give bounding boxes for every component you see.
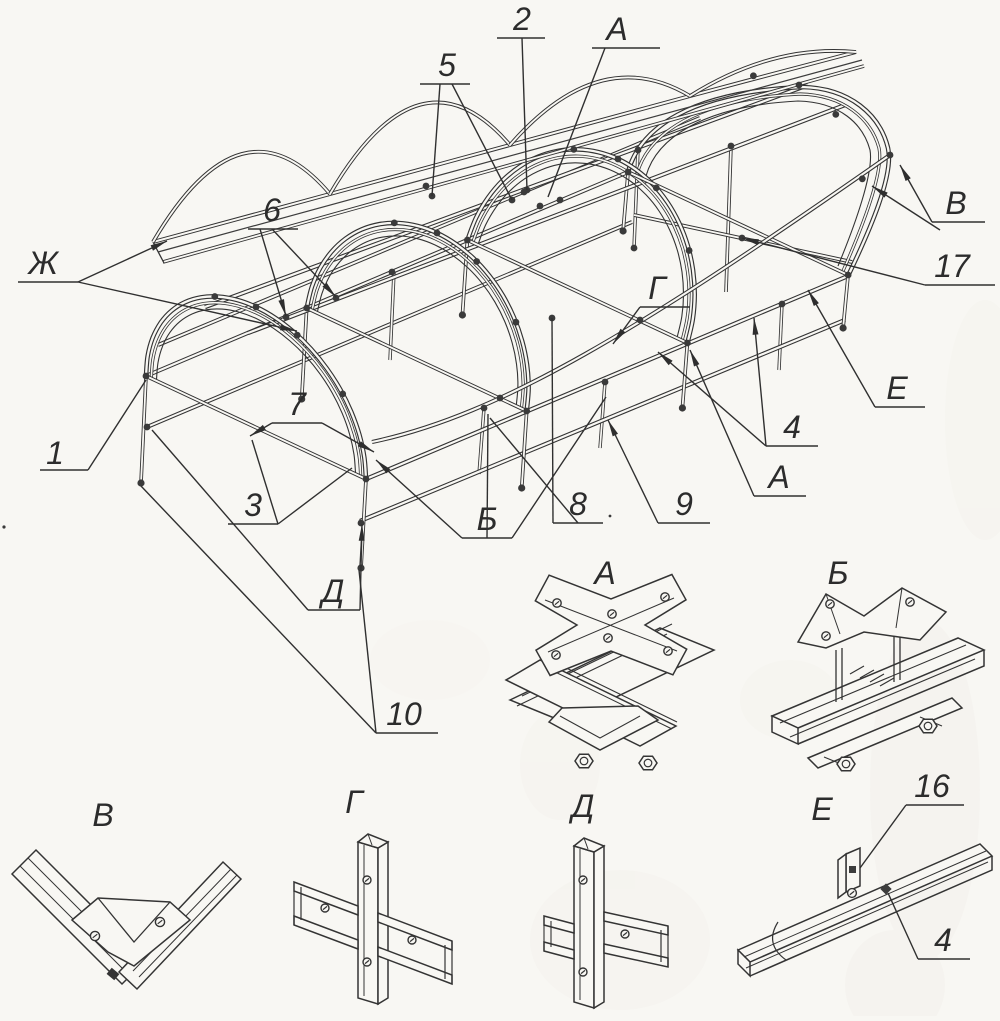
svg-text:17: 17 bbox=[934, 248, 971, 284]
svg-text:Б: Б bbox=[828, 555, 849, 591]
svg-text:7: 7 bbox=[288, 386, 307, 422]
svg-text:А: А bbox=[766, 459, 789, 495]
svg-text:6: 6 bbox=[263, 192, 281, 228]
svg-text:1: 1 bbox=[46, 435, 64, 471]
svg-text:Г: Г bbox=[648, 270, 668, 306]
svg-text:В: В bbox=[92, 797, 113, 833]
svg-text:В: В bbox=[945, 185, 966, 221]
svg-text:2: 2 bbox=[512, 1, 531, 37]
svg-text:5: 5 bbox=[438, 47, 456, 83]
svg-text:Ж: Ж bbox=[26, 245, 59, 281]
svg-text:3: 3 bbox=[244, 487, 262, 523]
svg-text:Д: Д bbox=[319, 573, 345, 609]
svg-text:А: А bbox=[592, 555, 615, 591]
svg-text:Е: Е bbox=[811, 791, 833, 827]
svg-text:9: 9 bbox=[675, 486, 693, 522]
svg-text:8: 8 bbox=[569, 486, 587, 522]
svg-text:Е: Е bbox=[886, 370, 908, 406]
svg-text:4: 4 bbox=[934, 922, 952, 958]
svg-text:Г: Г bbox=[345, 784, 365, 820]
svg-text:10: 10 bbox=[386, 696, 422, 732]
svg-text:Д: Д bbox=[569, 788, 595, 824]
svg-text:4: 4 bbox=[783, 409, 801, 445]
svg-text:А: А bbox=[604, 11, 627, 47]
svg-text:16: 16 bbox=[914, 768, 950, 804]
